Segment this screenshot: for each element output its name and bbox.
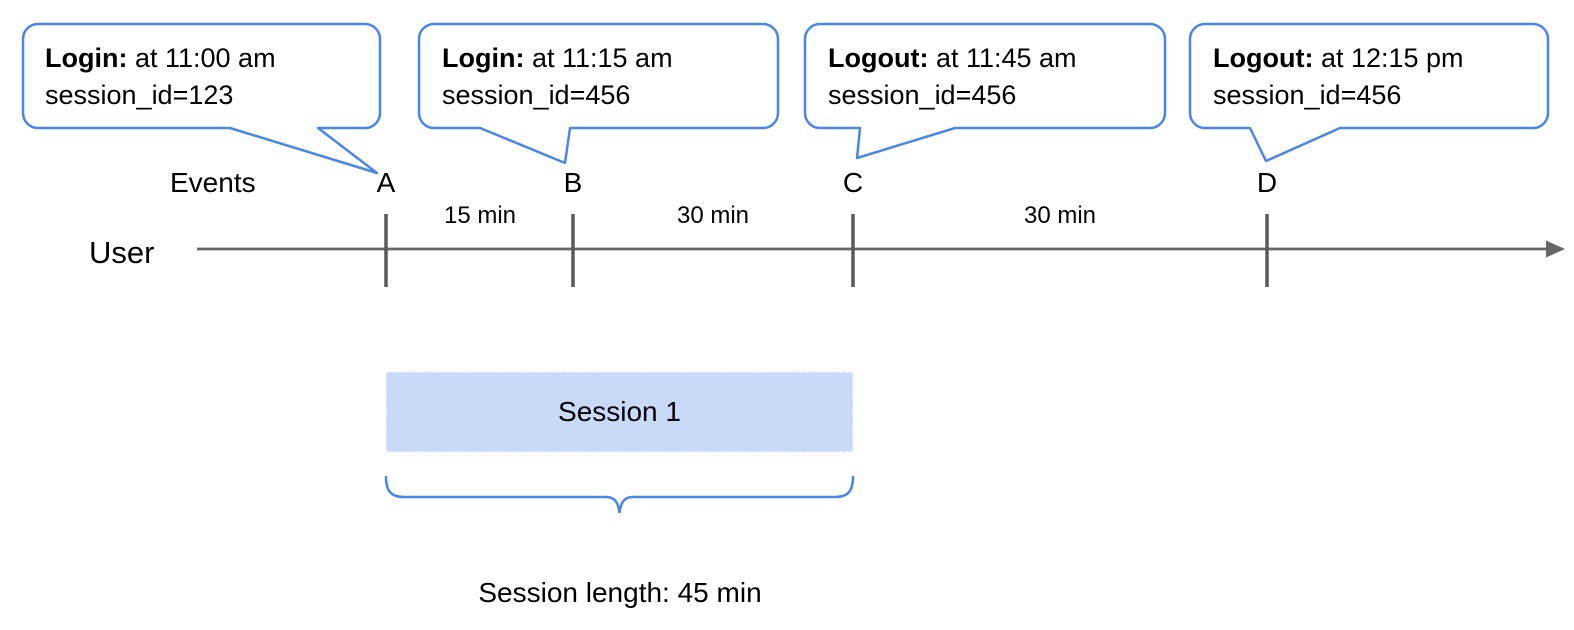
bubble-session-id: session_id=123 bbox=[45, 80, 234, 110]
event-bubble-text-d: Logout: at 12:15 pm session_id=456 bbox=[1213, 40, 1464, 114]
session-length-label: Session length: 45 min bbox=[478, 577, 762, 608]
event-bubble-outline-c bbox=[803, 22, 1167, 160]
events-row-label: Events bbox=[170, 167, 256, 198]
session-length-brace bbox=[384, 475, 855, 514]
bubble-event-time: at 11:00 am bbox=[127, 43, 276, 73]
bubble-event-type: Logout: bbox=[828, 43, 929, 73]
bubble-event-time: at 12:15 pm bbox=[1313, 43, 1464, 73]
interval-label-bc: 30 min bbox=[676, 202, 750, 229]
bubble-session-id: session_id=456 bbox=[442, 80, 631, 110]
event-bubble-text-b: Login: at 11:15 am session_id=456 bbox=[442, 40, 673, 114]
event-bubble-outline-a bbox=[21, 22, 382, 175]
event-bubble-outline-d bbox=[1188, 22, 1550, 163]
bubble-line-1: Login: at 11:15 am bbox=[442, 40, 673, 77]
bubble-event-type: Login: bbox=[442, 43, 525, 73]
timeline-axis-label: User bbox=[89, 235, 155, 270]
session-box: Session 1 bbox=[386, 372, 853, 452]
bubble-event-time: at 11:15 am bbox=[524, 43, 673, 73]
session-box-label: Session 1 bbox=[558, 396, 681, 427]
bubble-session-id: session_id=456 bbox=[1213, 80, 1402, 110]
bubble-event-type: Logout: bbox=[1213, 43, 1314, 73]
interval-label-ab: 15 min bbox=[443, 202, 517, 229]
marker-label-c: C bbox=[842, 167, 864, 198]
marker-label-b: B bbox=[563, 167, 583, 198]
bubble-line-1: Logout: at 12:15 pm bbox=[1213, 40, 1464, 77]
event-bubble-text-c: Logout: at 11:45 am session_id=456 bbox=[828, 40, 1077, 114]
marker-label-d: D bbox=[1256, 167, 1278, 198]
bubble-event-type: Login: bbox=[45, 43, 128, 73]
marker-label-a: A bbox=[376, 167, 396, 198]
bubble-session-id: session_id=456 bbox=[828, 80, 1017, 110]
bubble-line-1: Login: at 11:00 am bbox=[45, 40, 276, 77]
timeline-arrowhead-icon bbox=[1546, 240, 1565, 258]
interval-label-cd: 30 min bbox=[1023, 202, 1097, 229]
event-bubble-text-a: Login: at 11:00 am session_id=123 bbox=[45, 40, 276, 114]
bubble-event-time: at 11:45 am bbox=[928, 43, 1077, 73]
event-bubble-outline-b bbox=[417, 22, 780, 165]
bubble-line-1: Logout: at 11:45 am bbox=[828, 40, 1077, 77]
